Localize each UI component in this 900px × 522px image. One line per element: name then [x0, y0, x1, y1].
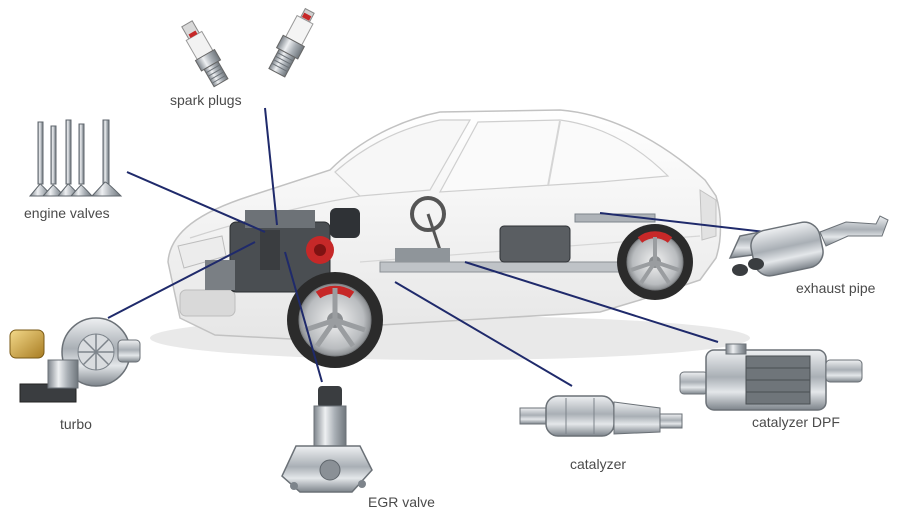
car-engine [205, 208, 360, 293]
label-egr-valve: EGR valve [368, 494, 435, 510]
leader-line-engine-valves [126, 171, 266, 233]
car-rear-wheel [617, 224, 693, 300]
label-exhaust-pipe: exhaust pipe [796, 280, 876, 296]
leader-line-egr-valve [284, 251, 323, 383]
leader-line-catalyzer [394, 281, 573, 387]
turbocharger-icon [9, 317, 141, 403]
label-turbo: turbo [60, 416, 92, 432]
egr-valve-icon [281, 386, 373, 493]
exhaust-muffler-icon [728, 215, 889, 277]
label-engine-valves: engine valves [24, 205, 110, 221]
car-front-wheel [287, 272, 383, 368]
label-catalyzer-dpf: catalyzer DPF [752, 414, 840, 430]
leader-line-turbo [107, 241, 256, 319]
leader-line-spark-plugs [264, 107, 278, 226]
spark-plug-icon [181, 7, 315, 88]
car-drivetrain [379, 196, 656, 273]
dpf-filter-icon [679, 343, 863, 411]
car-windshield [334, 119, 472, 197]
leader-lines [107, 107, 766, 387]
catalytic-converter-icon [519, 395, 683, 437]
label-catalyzer: catalyzer [570, 456, 627, 472]
leader-line-exhaust-pipe [599, 212, 766, 233]
car-grille [179, 289, 236, 317]
car-illustration [150, 109, 750, 368]
label-spark-plugs: spark plugs [170, 92, 242, 108]
leader-line-catalyzer-dpf [464, 261, 719, 343]
engine-valve-icon [28, 119, 123, 197]
